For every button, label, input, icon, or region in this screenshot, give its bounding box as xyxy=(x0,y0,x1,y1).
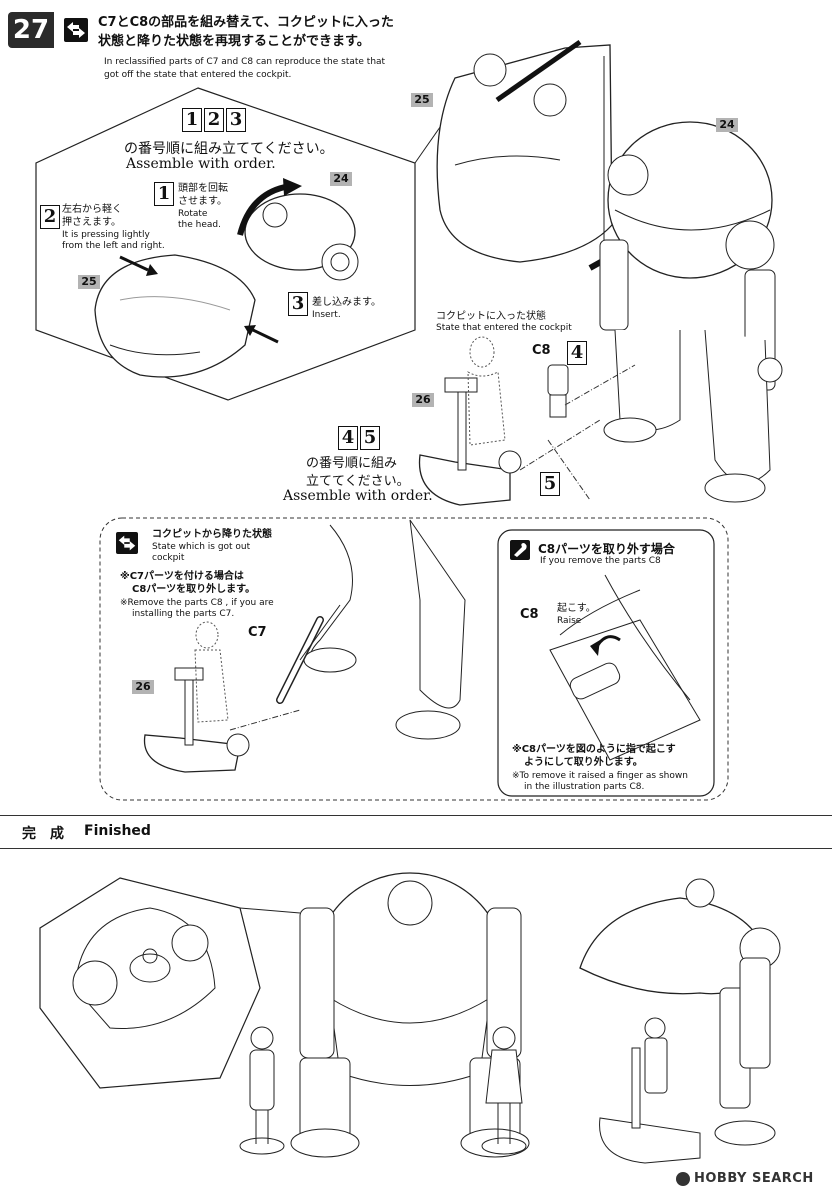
assembly-illustration xyxy=(35,39,783,801)
order-number-4: 4 xyxy=(338,426,358,450)
order-number-1: 1 xyxy=(182,108,202,132)
step-title-jp-line1: C7とC8の部品を組み替えて、コクピットに入った xyxy=(98,15,394,30)
sub-step-3-number: 3 xyxy=(288,292,308,316)
sub-step-2-jp-line2: 押さえます。 xyxy=(62,217,121,228)
out-title-en-line2: cockpit xyxy=(152,553,185,563)
wrench-icon xyxy=(510,540,530,560)
remove-note-jp-line2: ようにして取り外します。 xyxy=(524,757,643,768)
out-note-en-line2: installing the parts C7. xyxy=(132,609,235,619)
remove-note-en-line1: ※To remove it raised a finger as shown xyxy=(512,771,688,781)
out-title-en-line1: State which is got out xyxy=(152,542,251,552)
remove-title-en: If you remove the parts C8 xyxy=(540,556,661,566)
sub-step-2-number: 2 xyxy=(40,205,60,229)
swap-arrows-icon-small xyxy=(116,532,138,554)
sub-step-3-en: Insert. xyxy=(312,310,341,320)
out-note-en-line1: ※Remove the parts C8 , if you are xyxy=(120,598,274,608)
step-4-number: 4 xyxy=(567,341,587,365)
watermark-text: HOBBY SEARCH xyxy=(694,1171,814,1186)
step-title-en-line1: In reclassified parts of C7 and C8 can r… xyxy=(104,57,386,67)
detail-order-jp: の番号順に組み立ててください。 xyxy=(124,141,334,157)
main-order-en: Assemble with order. xyxy=(283,488,433,504)
step-title-en-line2: got off the state that entered the cockp… xyxy=(104,70,292,80)
part-25-tag: 25 xyxy=(411,93,433,107)
cockpit-in-en: State that entered the cockpit xyxy=(436,323,572,333)
sub-step-1-number: 1 xyxy=(154,182,174,206)
remove-note-en-line2: in the illustration parts C8. xyxy=(524,782,645,792)
finished-section-bar xyxy=(0,815,832,849)
step-5-number: 5 xyxy=(540,472,560,496)
finished-title-jp: 完 成 xyxy=(22,826,64,842)
sub-step-2-en-line1: It is pressing lightly xyxy=(62,230,150,240)
remove-note-jp-line1: ※C8パーツを図のように指で起こす xyxy=(512,744,676,755)
out-note-jp-line1: ※C7パーツを付ける場合は xyxy=(120,571,244,582)
finished-title-en: Finished xyxy=(84,823,151,839)
sub-step-1-en-line2: the head. xyxy=(178,220,221,230)
out-note-jp-line2: C8パーツを取り外します。 xyxy=(132,584,256,595)
main-order-jp-line1: の番号順に組み xyxy=(306,456,398,471)
part-24-tag: 24 xyxy=(716,118,738,132)
order-number-3: 3 xyxy=(226,108,246,132)
out-part-26-tag: 26 xyxy=(132,680,154,694)
sub-step-3-jp: 差し込みます。 xyxy=(312,297,381,308)
out-title-jp: コクピットから降りた状態 xyxy=(152,529,272,540)
finished-illustration xyxy=(39,872,781,1164)
main-order-jp-line2: 立ててください。 xyxy=(306,474,410,489)
raise-en: Raise xyxy=(557,616,582,626)
raise-jp: 起こす。 xyxy=(557,603,596,614)
swap-arrows-icon xyxy=(64,18,88,42)
c7-label: C7 xyxy=(248,625,267,640)
remove-c8-label: C8 xyxy=(520,607,539,622)
c8-label: C8 xyxy=(532,343,551,358)
step-title-jp-line2: 状態と降りた状態を再現することができます。 xyxy=(98,34,370,49)
sub-step-1-jp-line1: 頭部を回転 xyxy=(178,183,228,194)
detail-part-25-tag: 25 xyxy=(78,275,100,289)
sub-step-2-jp-line1: 左右から軽く xyxy=(62,204,122,215)
order-number-2: 2 xyxy=(204,108,224,132)
sub-step-2-en-line2: from the left and right. xyxy=(62,241,165,251)
sub-step-1-en-line1: Rotate xyxy=(178,209,208,219)
part-26-tag: 26 xyxy=(412,393,434,407)
cockpit-in-jp: コクピットに入った状態 xyxy=(436,311,546,322)
remove-title-jp: C8パーツを取り外す場合 xyxy=(538,542,675,556)
order-number-5: 5 xyxy=(360,426,380,450)
step-number: 27 xyxy=(8,12,54,48)
sub-step-1-jp-line2: させます。 xyxy=(178,196,227,207)
watermark-logo-icon xyxy=(676,1172,690,1186)
detail-part-24-tag: 24 xyxy=(330,172,352,186)
detail-order-en: Assemble with order. xyxy=(126,156,276,172)
